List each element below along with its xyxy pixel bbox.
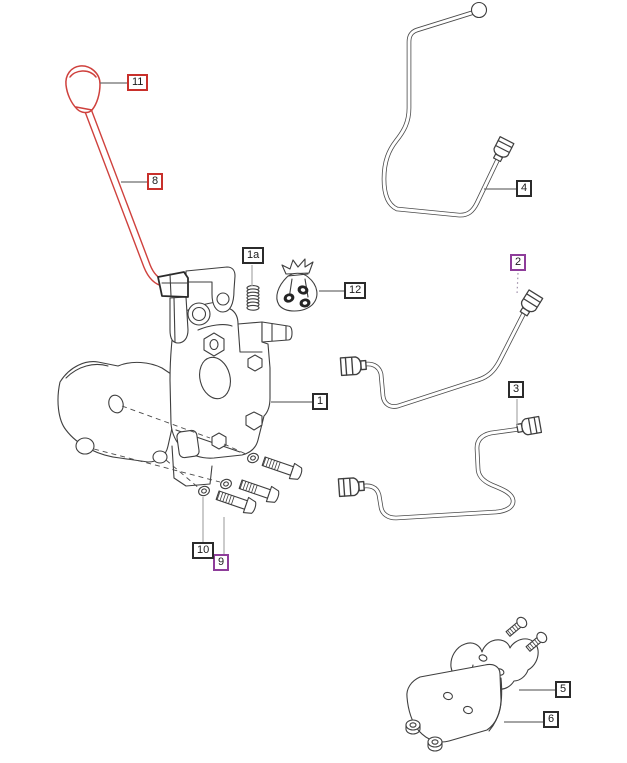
callout-4[interactable]: 4 xyxy=(516,180,533,197)
mounting-bolts-drawing xyxy=(198,452,303,514)
pump-assembly-drawing xyxy=(57,266,293,490)
leader-lines xyxy=(100,82,555,723)
callout-1a[interactable]: 1a xyxy=(242,247,265,264)
seal-kit-bag-drawing xyxy=(276,258,318,312)
fuel-line-3-drawing xyxy=(337,415,543,521)
spring-drawing xyxy=(246,285,260,311)
fuel-line-2-drawing xyxy=(339,289,544,409)
callout-8[interactable]: 8 xyxy=(147,173,164,190)
callout-2[interactable]: 2 xyxy=(510,254,527,271)
callout-1[interactable]: 1 xyxy=(312,393,329,410)
callout-11[interactable]: 11 xyxy=(127,74,149,91)
callout-5[interactable]: 5 xyxy=(555,681,572,698)
lever-knob-drawing xyxy=(65,65,101,114)
callout-6[interactable]: 6 xyxy=(543,711,560,728)
callout-9[interactable]: 9 xyxy=(213,554,230,571)
fuel-line-4-drawing xyxy=(381,1,515,218)
callout-3[interactable]: 3 xyxy=(508,381,525,398)
callout-10[interactable]: 10 xyxy=(192,542,215,559)
callout-12[interactable]: 12 xyxy=(344,282,367,299)
clamp-plate-drawing xyxy=(405,663,503,752)
